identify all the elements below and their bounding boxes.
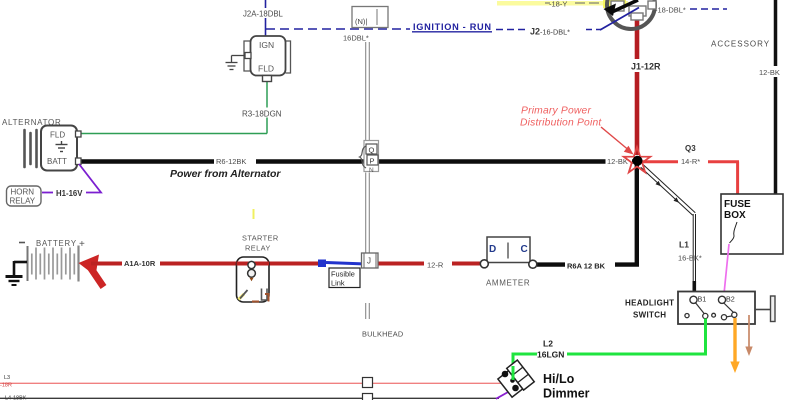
svg-text:Primary Power: Primary Power	[521, 106, 591, 117]
svg-text:ACCESSORY: ACCESSORY	[711, 40, 770, 49]
svg-text:FUSE: FUSE	[724, 199, 751, 210]
svg-text:L3: L3	[4, 375, 10, 381]
svg-text:B1: B1	[698, 295, 707, 304]
svg-text:R6A 12 BK: R6A 12 BK	[567, 262, 606, 271]
svg-text:HORN: HORN	[11, 188, 35, 197]
svg-text:SWITCH: SWITCH	[633, 311, 666, 320]
svg-text:+: +	[79, 239, 85, 250]
svg-text:J1-12R: J1-12R	[631, 62, 661, 72]
svg-text:H1-16V: H1-16V	[56, 189, 83, 198]
svg-text:16DBL*: 16DBL*	[343, 34, 369, 43]
svg-text:14-R*: 14-R*	[681, 157, 700, 166]
svg-text:12-BK: 12-BK	[759, 68, 780, 77]
svg-text:16LGN: 16LGN	[537, 350, 564, 360]
svg-text:BOX: BOX	[724, 210, 746, 221]
svg-text:ALTERNATOR: ALTERNATOR	[2, 118, 61, 127]
svg-text:J2A-18DBL: J2A-18DBL	[243, 10, 284, 19]
svg-text:HEADLIGHT: HEADLIGHT	[625, 299, 674, 308]
svg-text:N: N	[369, 167, 374, 174]
svg-text:FLD: FLD	[50, 131, 65, 140]
svg-text:BULKHEAD: BULKHEAD	[362, 330, 403, 339]
svg-text:Link: Link	[331, 279, 345, 288]
svg-text:Distribution Point: Distribution Point	[520, 118, 602, 129]
svg-text:IGN: IGN	[259, 40, 274, 50]
svg-text:B2: B2	[726, 295, 735, 304]
svg-text:R6-12BK: R6-12BK	[216, 157, 246, 166]
svg-text:Q: Q	[369, 146, 375, 155]
svg-text:J: J	[367, 257, 371, 266]
svg-text:Hi/Lo: Hi/Lo	[543, 372, 575, 386]
svg-text:L2: L2	[543, 339, 553, 349]
svg-text:J2-16-DBL*: J2-16-DBL*	[530, 27, 570, 37]
svg-text:L4-18BK: L4-18BK	[5, 396, 27, 400]
svg-text:-18-Y: -18-Y	[549, 0, 567, 9]
svg-text:D: D	[489, 244, 496, 255]
svg-text:Dimmer: Dimmer	[543, 387, 590, 400]
svg-text:BATTERY: BATTERY	[36, 239, 77, 248]
svg-text:BATT: BATT	[47, 157, 67, 166]
svg-text:L1: L1	[679, 240, 689, 250]
svg-text:RELAY: RELAY	[245, 244, 271, 253]
svg-text:IGNITION - RUN: IGNITION - RUN	[413, 22, 492, 32]
svg-text:(N)|: (N)|	[355, 17, 367, 26]
svg-text:C: C	[521, 244, 528, 255]
svg-text:A1A-10R: A1A-10R	[124, 259, 156, 268]
svg-text:12-R: 12-R	[427, 261, 444, 270]
svg-text:Fusible: Fusible	[331, 270, 355, 279]
svg-text:Power from Alternator: Power from Alternator	[170, 168, 281, 180]
svg-text:P: P	[370, 157, 375, 166]
svg-text:RELAY: RELAY	[10, 197, 36, 206]
svg-text:-18R: -18R	[0, 383, 12, 389]
svg-text:16-BK*: 16-BK*	[678, 254, 702, 263]
svg-text:-18-DBL*: -18-DBL*	[655, 6, 686, 15]
svg-text:AMMETER: AMMETER	[486, 279, 530, 288]
svg-text:Q3: Q3	[685, 144, 696, 153]
svg-text:12-BK: 12-BK	[607, 157, 628, 166]
svg-text:STARTER: STARTER	[242, 234, 279, 243]
svg-text:FLD: FLD	[258, 64, 274, 74]
svg-text:R3-18DGN: R3-18DGN	[242, 110, 282, 119]
